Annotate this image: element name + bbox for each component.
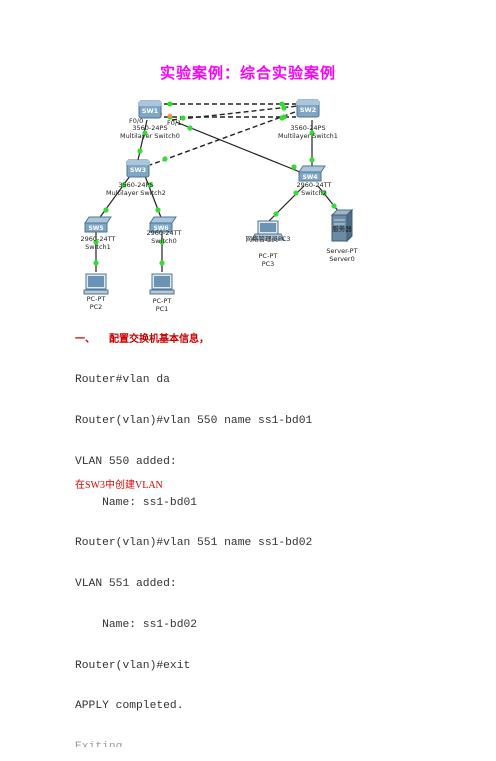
sw5-name: Switch1 [85, 243, 111, 251]
cli-line: Name: ss1-bd02 [75, 618, 198, 631]
sw3-tag: SW3 [130, 166, 146, 174]
pc2-type: PC-PT [86, 295, 106, 303]
cli-line-partial: Exiting.... [75, 741, 150, 748]
sw6-name: Switch0 [151, 237, 177, 245]
switch-sw5[interactable]: SW5 [84, 216, 112, 233]
sw6-tag: SW6 [153, 225, 168, 232]
link-sw1-sw2-c [171, 105, 299, 121]
pc1-icon[interactable] [149, 273, 175, 295]
note-text: 在SW3中创建VLAN [75, 480, 163, 491]
sw4-tag: SW4 [302, 174, 317, 181]
pc1-type: PC-PT [152, 297, 172, 305]
cli-line: Router(vlan)#vlan 551 name ss1-bd02 [75, 537, 313, 550]
section-number: 一、 [75, 334, 95, 345]
server0-type: Server-PT [326, 247, 358, 255]
cli-line: APPLY completed. [75, 700, 184, 713]
link-sw3-sw6 [144, 175, 163, 221]
cli-line: Name: ss1-bd01 [75, 496, 198, 509]
sw3-name: Multilayer Switch2 [106, 189, 166, 197]
pc2-icon[interactable] [83, 273, 109, 295]
sw4-name: Switch2 [301, 189, 327, 197]
sw1-name: Multilayer Switch0 [120, 132, 180, 140]
cli-line: VLAN 551 added: [75, 578, 177, 591]
document-title: 实验案例：综合实验案例 [159, 64, 336, 82]
cli-line: Router#vlan da [75, 374, 170, 387]
sw1-tag: SW1 [142, 107, 159, 115]
sw2-tag: SW2 [300, 106, 316, 114]
multilayer-switch-sw3[interactable]: SW3 [126, 159, 150, 178]
multilayer-switch-sw2[interactable]: SW2 [296, 99, 320, 118]
pc2-name: PC2 [89, 303, 103, 311]
pc1-name: PC1 [155, 305, 169, 313]
sw3-model: 3560-24PS [118, 181, 154, 189]
server0-icon[interactable] [330, 208, 354, 243]
sw5-tag: SW5 [88, 225, 103, 232]
port-label-f0-0: F0/0 [129, 117, 144, 125]
port-label-f0-1: F0/1 [167, 119, 182, 127]
link-sw1-sw4 [175, 121, 301, 173]
sw2-model: 3560-24PS [290, 124, 326, 132]
link-sw2-sw3 [149, 111, 296, 166]
cli-line: VLAN 550 added: [75, 455, 177, 468]
sw6-model: 2960-24TT [146, 229, 182, 237]
network-topology-diagram: SW1 SW2 SW3 SW4 SW5 SW6 [83, 99, 354, 295]
section-title: 配置交换机基本信息， [109, 334, 209, 345]
pc3-type: PC-PT [258, 252, 278, 260]
server0-caption: 服务器 [332, 225, 352, 233]
switch-sw6[interactable]: SW6 [149, 216, 177, 233]
pc3-name: PC3 [261, 260, 275, 268]
sw5-model: 2960-24TT [80, 235, 116, 243]
cli-line: Router(vlan)#vlan 550 name ss1-bd01 [75, 414, 313, 427]
multilayer-switch-sw1[interactable]: SW1 [138, 100, 162, 119]
cli-output: Router#vlan da Router(vlan)#vlan 550 nam… [75, 347, 312, 761]
server0-name: Server0 [329, 255, 355, 263]
sw2-name: Multilayer Switch1 [278, 132, 338, 140]
cli-line: Router(vlan)#exit [75, 659, 191, 672]
sw1-model: 3560-24PS [132, 124, 168, 132]
pc3-caption: 网络管理员PC3 [245, 235, 291, 243]
sw4-model: 2960-24TT [296, 181, 332, 189]
laptop-pc3-icon[interactable] [251, 220, 285, 241]
switch-sw4[interactable]: SW4 [298, 165, 326, 182]
section-heading: 一、 配置交换机基本信息， [75, 330, 209, 345]
